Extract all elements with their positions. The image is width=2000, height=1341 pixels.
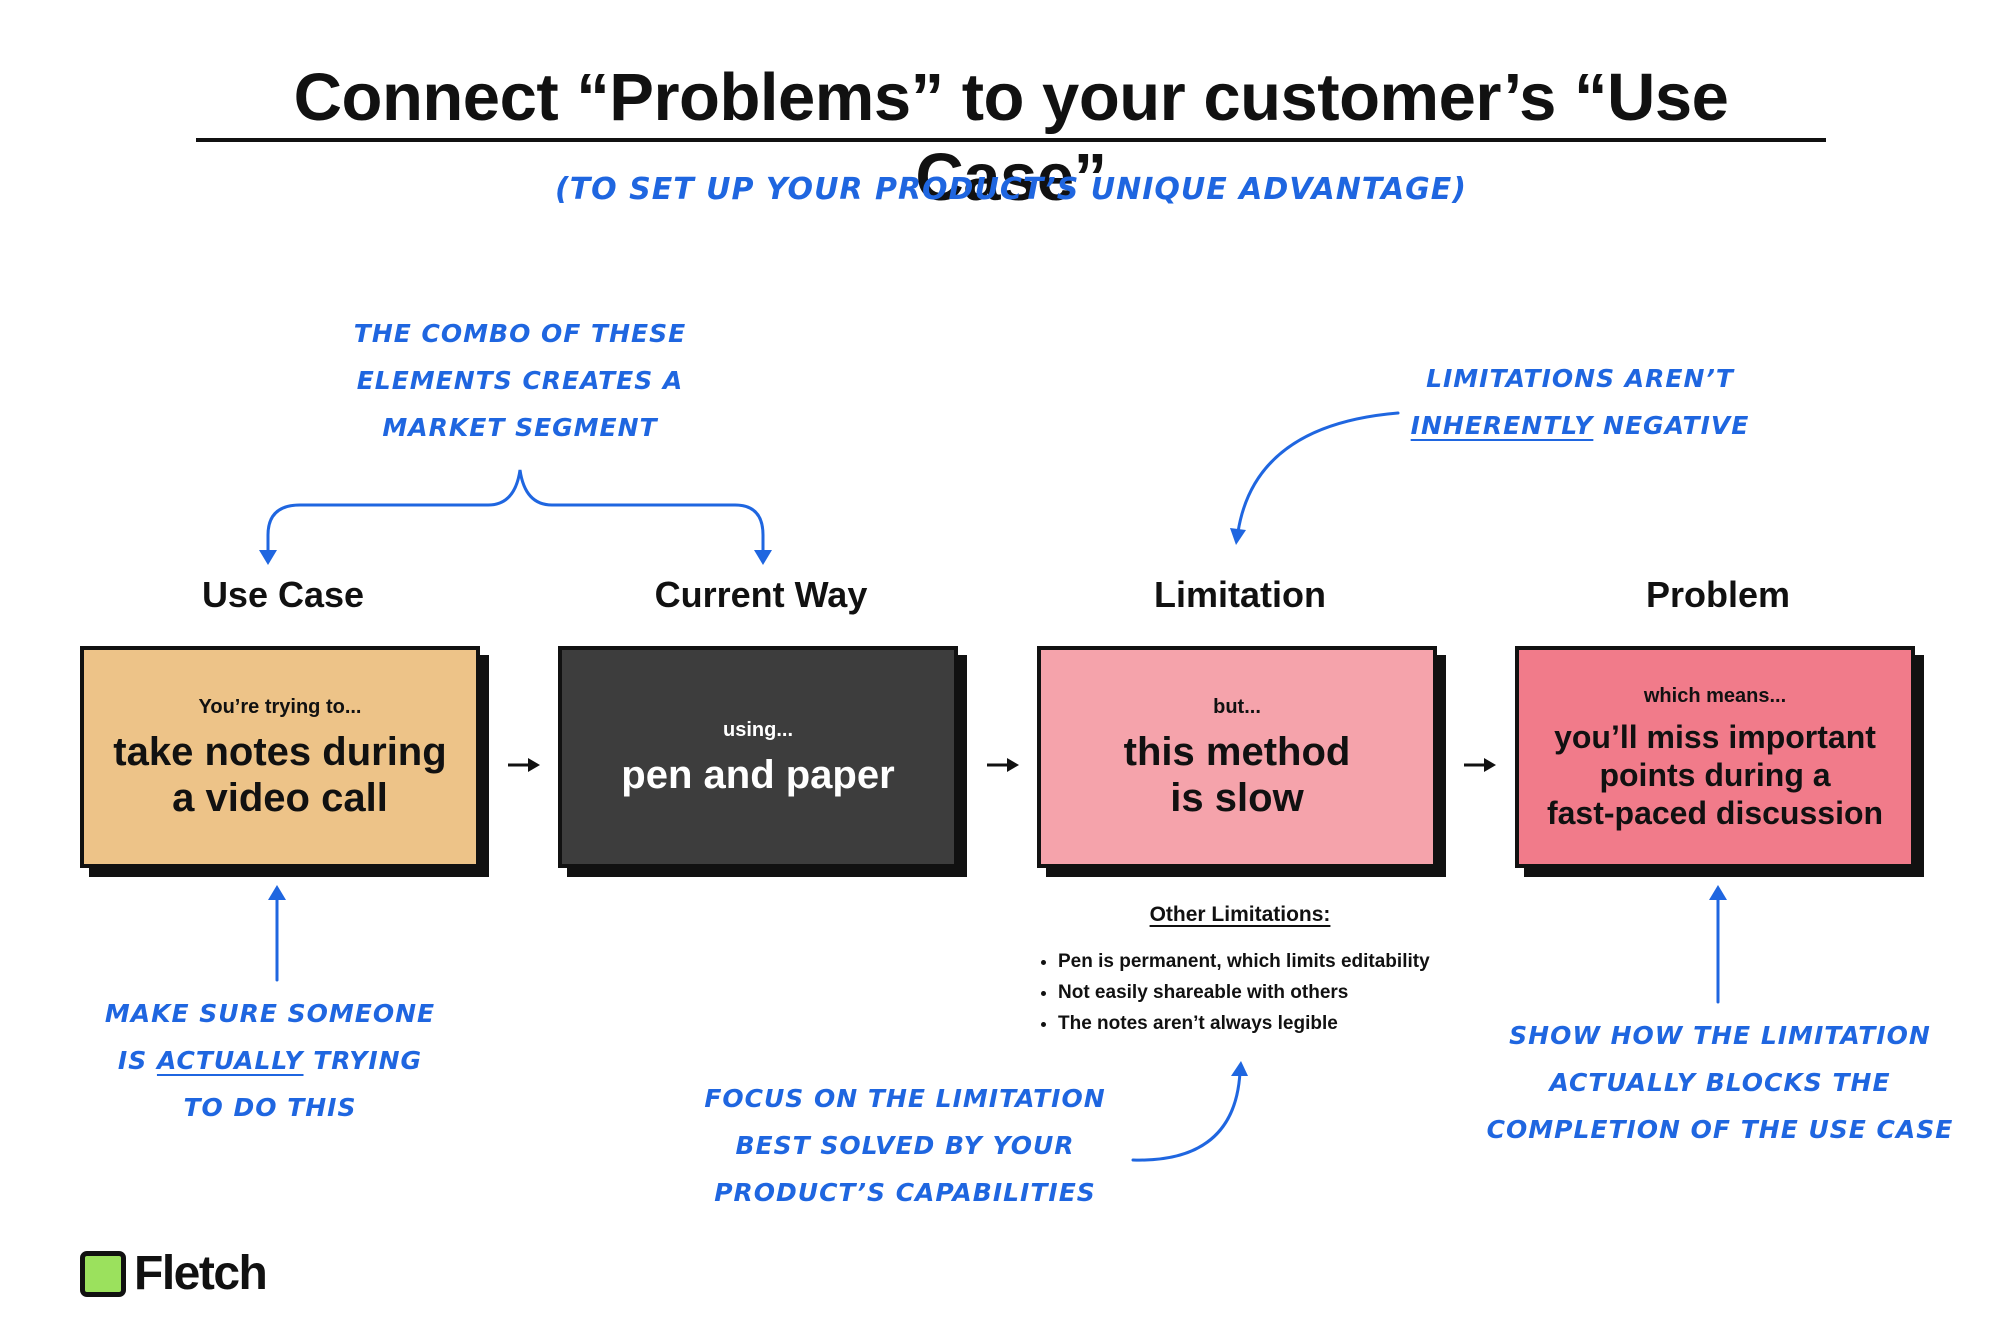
list-item: Pen is permanent, which limits editabili… <box>1058 946 1430 977</box>
annotation-line: to do this <box>183 1093 357 1122</box>
logo-text: Fletch <box>134 1247 268 1300</box>
annotation-text: is <box>117 1046 157 1075</box>
box-lead: using... <box>723 719 793 741</box>
other-limitations-heading: Other Limitations: <box>1149 903 1331 926</box>
annotation-show-blocks: Show how the limitation actually blocks … <box>1450 1012 1990 1153</box>
arrowhead-icon <box>754 550 772 565</box>
box-text-line: points during a <box>1599 757 1831 793</box>
fletch-logo: Fletch <box>80 1246 320 1302</box>
annotation-text: trying <box>303 1046 423 1075</box>
stage-title-limitation: Limitation <box>1154 574 1326 615</box>
list-item: The notes aren’t always legible <box>1058 1008 1430 1039</box>
flow-arrow-icon <box>508 758 540 772</box>
arrowhead-icon <box>1230 528 1246 545</box>
annotation-limitations-not-negative: Limitations aren’t inherently negative <box>1330 355 1830 449</box>
annotation-line: Show how the limitation <box>1509 1021 1931 1050</box>
arrowhead-icon <box>1709 885 1727 900</box>
problem-box: which means... you’ll miss important poi… <box>1515 646 1915 868</box>
annotation-line: Make sure someone <box>104 999 436 1028</box>
annotation-make-sure: Make sure someone is actually trying to … <box>60 990 480 1131</box>
annotation-line: actually blocks the <box>1549 1068 1891 1097</box>
arrowhead-icon <box>1231 1061 1248 1076</box>
box-text-line: you’ll miss important <box>1554 719 1876 755</box>
fletch-logo-square-icon <box>80 1251 126 1297</box>
use-case-box: You’re trying to... take notes during a … <box>80 646 480 868</box>
box-text-line: take notes during <box>113 730 447 774</box>
annotation-line: The combo of these <box>353 319 687 348</box>
box-lead: You’re trying to... <box>198 696 362 718</box>
box-text-line: pen and paper <box>621 753 895 797</box>
annotation-line: completion of the use case <box>1486 1115 1954 1144</box>
limitation-box: but... this method is slow <box>1037 646 1437 868</box>
annotation-line: market segment <box>382 413 658 442</box>
title-underline <box>196 138 1826 142</box>
annotation-focus-limitation: Focus on the limitation best solved by y… <box>640 1075 1170 1216</box>
brace-connector <box>266 469 765 554</box>
annotation-market-segment: The combo of these elements creates a ma… <box>290 310 750 451</box>
other-limitations-list: Pen is permanent, which limits editabili… <box>1036 946 1430 1039</box>
stage-title-current-way: Current Way <box>654 574 868 615</box>
flow-arrow-icon <box>1464 758 1496 772</box>
list-item: Not easily shareable with others <box>1058 977 1430 1008</box>
stage-title-problem: Problem <box>1645 574 1791 615</box>
arrowhead-icon <box>268 885 286 900</box>
underlined-word: inherently <box>1410 411 1594 440</box>
page-title: Connect “Problems” to your customer’s “U… <box>293 60 1729 215</box>
current-way-box: using... pen and paper <box>558 646 958 868</box>
annotation-line: Focus on the limitation <box>704 1084 1106 1113</box>
subtitle: (to set up your product’s unique advanta… <box>554 172 1467 207</box>
annotation-line: best solved by your <box>735 1131 1075 1160</box>
annotation-line: product’s capabilities <box>714 1178 1096 1207</box>
box-text-line: a video call <box>172 776 388 820</box>
annotation-line: inherently negative <box>1330 402 1830 449</box>
annotation-line: elements creates a <box>356 366 684 395</box>
annotation-line: is actually trying <box>60 1037 480 1084</box>
stage-title-use-case: Use Case <box>201 574 365 615</box>
box-text-line: this method <box>1123 730 1351 774</box>
annotation-line: Limitations aren’t <box>1426 364 1734 393</box>
flow-arrow-icon <box>987 758 1019 772</box>
box-text-line: is slow <box>1170 776 1304 820</box>
box-lead: but... <box>1213 696 1261 718</box>
box-lead: which means... <box>1643 685 1787 707</box>
underlined-word: actually <box>156 1046 304 1075</box>
arrowhead-icon <box>259 550 277 565</box>
box-text-line: fast-paced discussion <box>1546 795 1884 831</box>
annotation-text: negative <box>1593 411 1750 440</box>
